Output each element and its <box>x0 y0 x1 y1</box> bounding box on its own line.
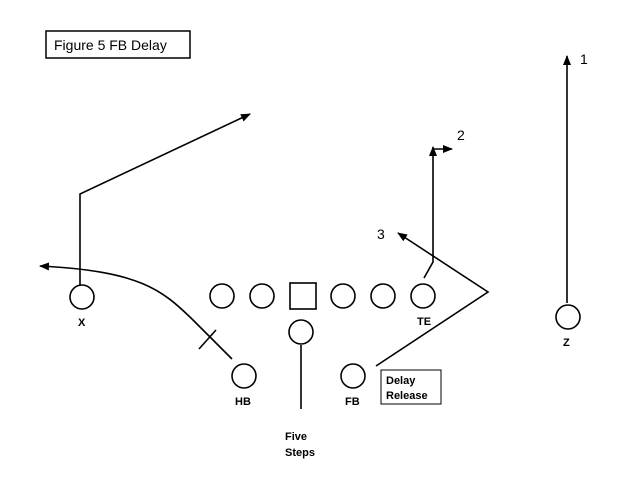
center-square <box>289 282 317 310</box>
te-route <box>423 146 437 279</box>
hb-block-mark <box>198 329 217 350</box>
lineman-left-guard <box>249 283 275 309</box>
label-te: TE <box>417 316 431 328</box>
receiver-z <box>555 304 581 330</box>
five-steps-line2: Steps <box>285 447 315 459</box>
hb-route <box>39 262 233 360</box>
delay-release-line2: Release <box>386 390 428 402</box>
title-box <box>45 30 191 59</box>
tight-end <box>410 283 436 309</box>
lineman-right-guard <box>330 283 356 309</box>
delay-release-box <box>380 369 442 405</box>
label-x: X <box>78 317 86 329</box>
lineman-right-tackle <box>370 283 396 309</box>
receiver-x <box>69 284 95 310</box>
halfback <box>231 363 257 389</box>
label-hb: HB <box>235 396 251 408</box>
x-route <box>79 113 251 285</box>
quarterback <box>288 319 314 345</box>
fullback <box>340 363 366 389</box>
diagram-title: Figure 5 FB Delay <box>54 37 167 53</box>
route-number-3: 3 <box>377 226 385 242</box>
delay-release-line1: Delay <box>386 375 416 387</box>
route-number-1: 1 <box>580 51 588 67</box>
five-steps-line1: Five <box>285 431 307 443</box>
label-z: Z <box>563 337 570 349</box>
lineman-left-tackle <box>209 283 235 309</box>
route-number-2: 2 <box>457 127 465 143</box>
label-fb: FB <box>345 396 360 408</box>
fb-delay-route <box>375 232 490 367</box>
